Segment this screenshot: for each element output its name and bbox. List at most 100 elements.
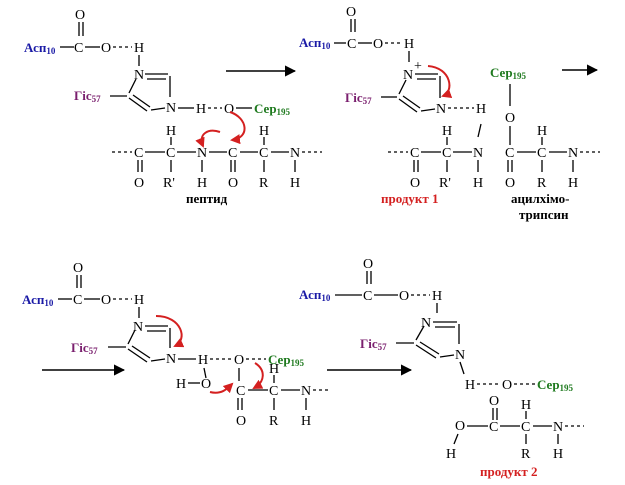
acyl-c-3: C bbox=[236, 384, 245, 399]
caption-acyl-1: ацилхімо- bbox=[511, 191, 569, 206]
carboxyl-carbon-3: C bbox=[73, 293, 82, 308]
caption-acyl-2: трипсин bbox=[519, 207, 569, 222]
acyl-ha-3: H bbox=[269, 362, 279, 377]
peptide-c2: C bbox=[228, 146, 237, 161]
ser-oxygen-4: O bbox=[502, 378, 512, 393]
carboxyl-carbon-4: C bbox=[363, 289, 372, 304]
p2-hn: H bbox=[553, 447, 563, 462]
peptide-ca1: C bbox=[166, 146, 175, 161]
caption-product-2: продукт 2 bbox=[480, 464, 538, 479]
ser-label-3: Сер195 bbox=[268, 352, 305, 368]
electron-arrow-water bbox=[209, 382, 234, 394]
p2-c: C bbox=[489, 420, 498, 435]
peptide-o1: O bbox=[134, 176, 144, 191]
carboxyl-oxygen-2: O bbox=[373, 37, 383, 52]
acyl-o-3: O bbox=[236, 414, 246, 429]
peptide-ca2: C bbox=[259, 146, 268, 161]
carboxyl-oxygen-3: O bbox=[101, 293, 111, 308]
peptide-o2: O bbox=[228, 176, 238, 191]
his-n1-4: N bbox=[421, 316, 431, 331]
p1-rprime: R' bbox=[439, 176, 451, 191]
p2-ha: H bbox=[521, 398, 531, 413]
acyl-r-3: R bbox=[269, 414, 279, 429]
his-h-4: H bbox=[465, 378, 475, 393]
his-label: Гіс57 bbox=[74, 88, 101, 104]
ser-oxygen: O bbox=[224, 102, 234, 117]
p2-n: N bbox=[553, 420, 563, 435]
released-amine-hydrogen: H bbox=[476, 102, 486, 117]
his-n3-3: N bbox=[166, 352, 176, 367]
his-n1-2: N bbox=[403, 68, 413, 83]
acyl-hn-3: H bbox=[301, 414, 311, 429]
his-nh-hydrogen-2: H bbox=[404, 37, 414, 52]
acyl-n-3: N bbox=[301, 384, 311, 399]
p1-ha: H bbox=[442, 124, 452, 139]
peptide-hn2: H bbox=[290, 176, 300, 191]
electron-arrow-ser-to-carbonyl bbox=[229, 111, 246, 145]
carboxyl-oxygen-double-3: O bbox=[73, 261, 83, 276]
carboxyl-oxygen-4: O bbox=[399, 289, 409, 304]
his-n3-2: N bbox=[436, 102, 446, 117]
panel-4-product-release: Асп10 C O O H Гіс57 N N H O Сер195 O H C… bbox=[299, 257, 584, 479]
his-label-4: Гіс57 bbox=[360, 336, 387, 352]
panel-2-acyl-enzyme: Асп10 C O O H Гіс57 N + N H Сер195 O C O… bbox=[299, 5, 600, 222]
his-label-2: Гіс57 bbox=[345, 90, 372, 106]
his-nh-hydrogen: H bbox=[134, 41, 144, 56]
his-n3: N bbox=[166, 101, 176, 116]
ser-label: Сер195 bbox=[254, 101, 291, 117]
peptide-rprime: R' bbox=[163, 176, 175, 191]
asp-label: Асп10 bbox=[24, 40, 56, 56]
his-n3-4: N bbox=[455, 348, 465, 363]
p1-o1: O bbox=[410, 176, 420, 191]
acyl-n: N bbox=[568, 146, 578, 161]
carboxyl-oxygen-double-4: O bbox=[363, 257, 373, 272]
p2-ca: C bbox=[521, 420, 530, 435]
p2-o-double: O bbox=[489, 394, 499, 409]
acyl-hn: H bbox=[568, 176, 578, 191]
water-oxygen: O bbox=[201, 377, 211, 392]
ser-oxygen-2: O bbox=[505, 111, 515, 126]
p2-oh-hydrogen: H bbox=[446, 447, 456, 462]
electron-arrow-peptide-bond bbox=[195, 129, 221, 148]
acyl-c: C bbox=[505, 146, 514, 161]
caption-product-1: продукт 1 bbox=[381, 191, 439, 206]
carboxyl-carbon: C bbox=[74, 41, 83, 56]
asp-label-2: Асп10 bbox=[299, 35, 331, 51]
asp-label-3: Асп10 bbox=[22, 292, 54, 308]
p1-n: N bbox=[473, 146, 483, 161]
electron-arrow-ser-3 bbox=[252, 362, 264, 389]
ser-oxygen-3: O bbox=[234, 353, 244, 368]
his-plus-charge: + bbox=[414, 59, 422, 74]
p2-r: R bbox=[521, 447, 531, 462]
peptide-hn1: H bbox=[197, 176, 207, 191]
acyl-ca-3: C bbox=[269, 384, 278, 399]
his-nh-hydrogen-3: H bbox=[134, 293, 144, 308]
asp-label-4: Асп10 bbox=[299, 287, 331, 303]
ser-label-2: Сер195 bbox=[490, 65, 527, 81]
his-n1: N bbox=[134, 68, 144, 83]
caption-peptide: пептид bbox=[186, 191, 228, 206]
peptide-c1: C bbox=[134, 146, 143, 161]
carboxyl-oxygen: O bbox=[101, 41, 111, 56]
acyl-ha: H bbox=[537, 124, 547, 139]
water-hydrogen-1: H bbox=[198, 353, 208, 368]
electron-arrow-his-3 bbox=[155, 315, 185, 348]
p1-c1: C bbox=[410, 146, 419, 161]
acyl-ca: C bbox=[537, 146, 546, 161]
peptide-ha2: H bbox=[259, 124, 269, 139]
acyl-r: R bbox=[537, 176, 547, 191]
ser-oh-hydrogen: H bbox=[196, 102, 206, 117]
his-label-3: Гіс57 bbox=[71, 340, 98, 356]
panel-3-water-attack: Асп10 C O O H Гіс57 N N H O Сер195 H O bbox=[22, 261, 330, 429]
peptide-r: R bbox=[259, 176, 269, 191]
peptide-n1: N bbox=[197, 146, 207, 161]
p2-oh-oxygen: O bbox=[455, 419, 465, 434]
panel-1-enzyme-substrate: Асп10 C O O H Гіс57 N N H O Сер195 C O C bbox=[24, 8, 322, 206]
ser-label-4: Сер195 bbox=[537, 377, 574, 393]
peptide-n2: N bbox=[290, 146, 300, 161]
carboxyl-oxygen-double: O bbox=[75, 8, 85, 23]
p1-ca: C bbox=[442, 146, 451, 161]
his-nh-hydrogen-4: H bbox=[432, 289, 442, 304]
p1-hn: H bbox=[473, 176, 483, 191]
